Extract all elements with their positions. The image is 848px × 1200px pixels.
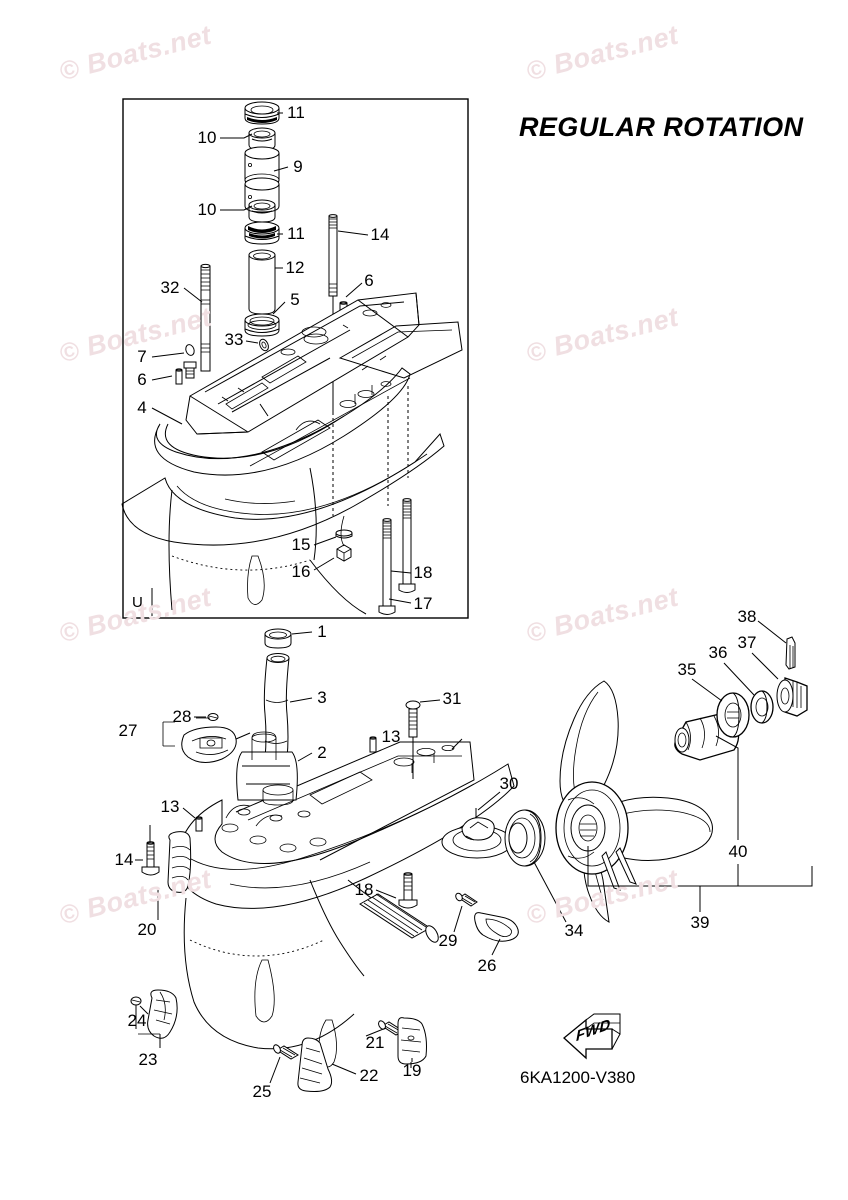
- callout-12: 12: [285, 258, 305, 277]
- part-1-ring: [264, 628, 292, 649]
- part-16-nut: [336, 544, 352, 562]
- part-6-dowel-left: [175, 368, 183, 385]
- part-26-anode: [474, 912, 519, 942]
- callout-24: 24: [127, 1011, 147, 1030]
- callout-7: 7: [137, 347, 147, 366]
- callout-11: 11: [287, 103, 305, 122]
- callout-11: 11: [287, 224, 305, 243]
- callout-1: 1: [317, 622, 327, 641]
- part-10-lower: [248, 199, 276, 223]
- part-12-sleeve: [248, 249, 276, 315]
- part-11-bottom: [244, 221, 280, 245]
- callout-leaders: [135, 112, 813, 1084]
- callout-30: 30: [499, 774, 519, 793]
- callout-3: 3: [317, 688, 327, 707]
- fwd-arrow: [563, 1013, 621, 1060]
- part-13-dowel-left: [195, 816, 203, 832]
- callout-22: 22: [359, 1066, 379, 1085]
- section-marker-u: U: [132, 594, 143, 611]
- part-17-bolt: [378, 518, 396, 615]
- callout-14: 14: [370, 225, 390, 244]
- part-13-dowel-right: [369, 736, 377, 753]
- part-5-ring: [244, 313, 280, 337]
- callout-23: 23: [138, 1050, 158, 1069]
- callout-6: 6: [137, 370, 147, 389]
- callout-15: 15: [291, 535, 311, 554]
- callout-14: 14: [114, 850, 134, 869]
- upper-assembly-frame: [122, 98, 469, 619]
- part-31-bolt: [405, 700, 421, 779]
- part-18-bolt-lower: [398, 872, 418, 909]
- part-22-anode: [297, 1037, 333, 1092]
- callout-28: 28: [172, 707, 192, 726]
- callout-18: 18: [354, 880, 374, 899]
- part-36-spacer: [750, 690, 774, 724]
- part-37-castle-nut: [776, 677, 808, 717]
- callout-17: 17: [413, 594, 433, 613]
- callout-39: 39: [690, 913, 710, 932]
- callout-25: 25: [252, 1082, 272, 1101]
- part-34-bearing-carrier: [504, 809, 546, 867]
- callout-38: 38: [737, 607, 757, 626]
- part-15-washer: [335, 529, 353, 539]
- callout-26: 26: [477, 956, 497, 975]
- callout-36: 36: [708, 643, 728, 662]
- part-29-screw: [455, 892, 478, 907]
- part-code: 6KA1200-V380: [520, 1068, 636, 1087]
- part-30-retainer: [441, 808, 513, 859]
- callout-21: 21: [365, 1033, 385, 1052]
- part-24-screw: [130, 996, 142, 1029]
- part-32-shaft: [200, 263, 211, 372]
- callout-2: 2: [317, 743, 327, 762]
- callout-20: 20: [137, 920, 157, 939]
- callout-35: 35: [677, 660, 697, 679]
- connector-15: [340, 515, 345, 547]
- callout-9: 9: [293, 157, 303, 176]
- part-38-cotter-pin: [785, 636, 796, 670]
- part-19-anode: [397, 1017, 427, 1068]
- part-9-bearing: [244, 146, 280, 213]
- callout-40: 40: [728, 842, 748, 861]
- callout-32: 32: [160, 278, 180, 297]
- bracket-27: [162, 721, 175, 747]
- part-14-bolt-lower: [141, 825, 160, 876]
- gearcase-lower-ghost: [121, 321, 463, 615]
- page-title: REGULAR ROTATION: [519, 112, 804, 142]
- callout-31: 31: [442, 689, 462, 708]
- callout-18: 18: [413, 563, 433, 582]
- part-25-screw: [273, 1044, 299, 1060]
- part-27-anode-assembly: [181, 726, 251, 763]
- callout-6: 6: [364, 271, 374, 290]
- callout-5: 5: [290, 290, 300, 309]
- callout-19: 19: [402, 1061, 422, 1080]
- part-20-anode: [167, 831, 192, 893]
- part-18-bolt-upper: [398, 498, 416, 593]
- part-39-propeller: [555, 680, 713, 923]
- callout-16: 16: [291, 562, 311, 581]
- callout-13: 13: [381, 727, 401, 746]
- part-10-upper: [248, 127, 276, 151]
- callout-34: 34: [564, 921, 584, 940]
- part-35-washer: [716, 692, 750, 738]
- callout-37: 37: [737, 633, 757, 652]
- callout-29: 29: [438, 931, 458, 950]
- callout-33: 33: [224, 330, 244, 349]
- part-23-anode: [147, 989, 178, 1039]
- part-7-fitting: [183, 344, 197, 379]
- callout-4: 4: [137, 398, 147, 417]
- part-28-screw: [207, 713, 219, 721]
- callout-13: 13: [160, 797, 180, 816]
- callout-10: 10: [197, 128, 217, 147]
- callout-27: 27: [118, 721, 138, 740]
- gearcase-upper-body: [154, 292, 420, 476]
- part-3-water-tube: [263, 653, 290, 764]
- part-21-screw: [378, 1020, 404, 1036]
- part-33-oring: [259, 338, 269, 352]
- callout-10: 10: [197, 200, 217, 219]
- part-11-top: [244, 101, 280, 125]
